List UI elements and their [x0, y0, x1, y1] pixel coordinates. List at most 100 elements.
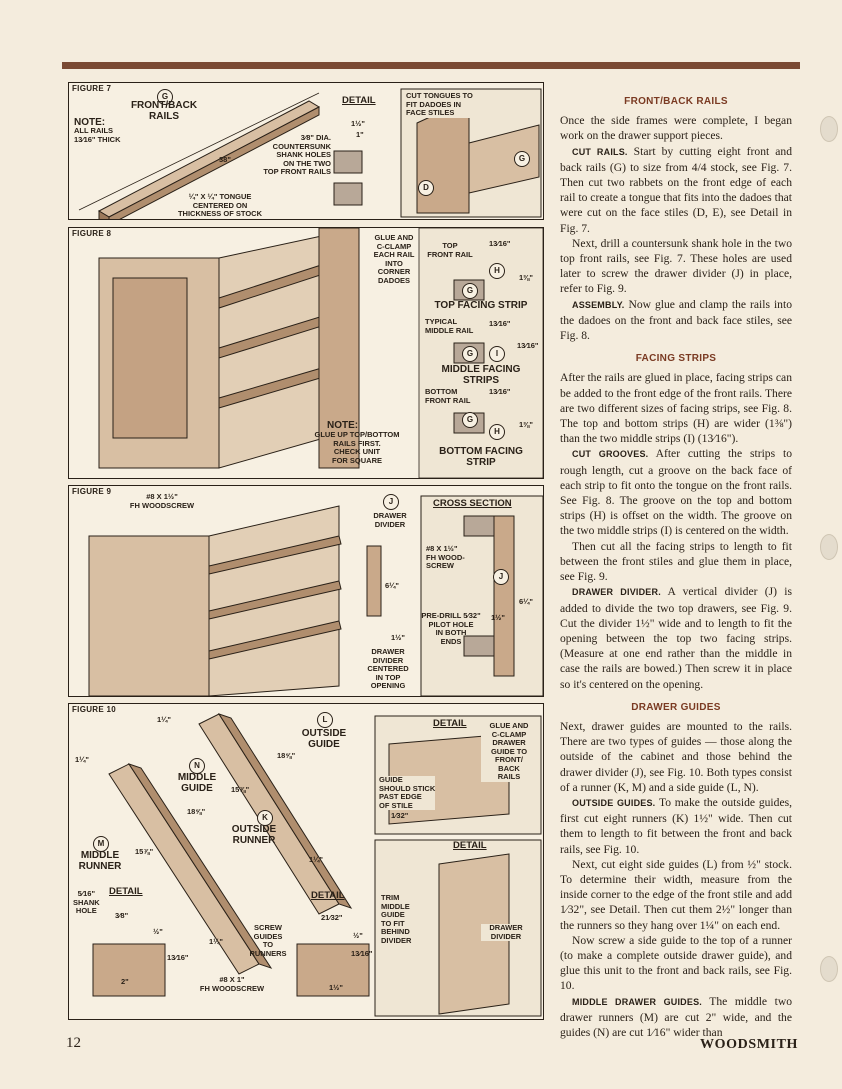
dim-3-8: 3⁄8" [115, 911, 129, 920]
detail-b: DETAIL [311, 890, 345, 901]
dim-1-25-d: 1¼" [209, 937, 223, 946]
dim-21-32: 21⁄32" [321, 913, 343, 922]
top-facing-strip: TOP FACING STRIP [434, 300, 528, 311]
figure-8-drawing [98, 228, 543, 478]
dim-15-875-a: 15⅞" [231, 785, 250, 794]
figure-9-drawing [88, 495, 543, 696]
bot-height: 1⅜" [519, 420, 533, 429]
para-8: DRAWER DIVIDER. A vertical divider (J) i… [560, 584, 792, 691]
dim-1-25-b: 1¼" [75, 755, 89, 764]
callout-h-bot: H [489, 424, 505, 440]
cut-tongues-note: CUT TONGUES TO FIT DADOES IN FACE STILES [406, 91, 473, 118]
detail-label: DETAIL [342, 95, 376, 106]
glue-guide-note: GLUE AND C-CLAMP DRAWER GUIDE TO FRONT/ … [481, 721, 537, 782]
callout-j: J [383, 494, 399, 510]
mid-height: 13⁄16" [517, 341, 539, 350]
callout-k: K [257, 810, 273, 826]
outside-guide-label: OUTSIDE GUIDE [301, 728, 347, 750]
para-10-text: To make the outside guides, first cut ei… [560, 795, 793, 856]
dim-2: 2" [121, 977, 129, 986]
fh-woodscrew-note: #8 x 1" Fh WOODSCREW [199, 975, 265, 993]
callout-i: I [489, 346, 505, 362]
figure-9-label: FIGURE 9 [72, 487, 112, 496]
dim-1-25-c: 1¼" [309, 855, 323, 864]
para-10: OUTSIDE GUIDES. To make the outside guid… [560, 795, 792, 857]
para-6-text: After cutting the strips to rough length… [560, 447, 792, 538]
divider-centered-note: DRAWER DIVIDER CENTERED IN TOP OPENING [367, 647, 409, 690]
note-title: NOTE: [74, 117, 106, 128]
para-7: Then cut all the facing strips to length… [560, 539, 792, 584]
para-4: ASSEMBLY. Now glue and clamp the rails i… [560, 297, 792, 344]
front-back-rails-label: FRONT/BACK RAILS [130, 100, 198, 122]
figure-8: FIGURE 8 GLUE AND C-CLAMP EACH RAIL INTO… [68, 227, 544, 479]
header-rule [62, 62, 800, 69]
dim-1-5: 1½" [351, 119, 365, 128]
callout-g-mid: G [462, 346, 478, 362]
dim-13-16-b: 13⁄16" [351, 949, 373, 958]
top-dim: 13⁄16" [489, 239, 511, 248]
binder-hole-bottom [820, 956, 838, 982]
callout-g: G [157, 89, 173, 105]
para-11: Next, cut eight side guides (L) from ½" … [560, 857, 792, 932]
screw-guides-note: SCREW GUIDES TO RUNNERS [249, 923, 287, 958]
note-body: ALL RAILS 13⁄16" THICK [74, 126, 121, 144]
bottom-facing-strip: BOTTOM FACING STRIP [439, 446, 523, 468]
top-height: 1⅜" [519, 273, 533, 282]
runin-cut-grooves: CUT GROOVES. [572, 449, 649, 460]
bot-dim: 13⁄16" [489, 387, 511, 396]
figure-8-label: FIGURE 8 [72, 229, 112, 238]
callout-n: N [189, 758, 205, 774]
callout-g-detail: G [514, 151, 530, 167]
para-9: Next, drawer guides are mounted to the r… [560, 719, 792, 794]
glue-clamp-note: GLUE AND C-CLAMP EACH RAIL INTO CORNER D… [373, 233, 415, 285]
figure-7-label: FIGURE 7 [72, 84, 112, 93]
para-13-text: The middle two drawer runners (M) are cu… [560, 994, 792, 1039]
para-2: CUT RAILS. Start by cutting eight front … [560, 144, 792, 236]
width-1-5: 1½" [391, 633, 405, 642]
middle-runner-label: MIDDLE RUNNER [78, 850, 122, 872]
mid-dim: 13⁄16" [489, 319, 511, 328]
middle-guide-label: MIDDLE GUIDE [177, 772, 217, 794]
figures-column: FIGURE 7 G FRONT/BACK RAILS NOTE: ALL RA… [68, 82, 544, 1020]
typical-middle-rail: TYPICAL MIDDLE RAIL [425, 317, 474, 335]
outside-runner-label: OUTSIDE RUNNER [231, 824, 277, 846]
article-column: FRONT/BACK RAILS Once the side frames we… [560, 90, 792, 1040]
stick-dim: 1⁄32" [391, 811, 409, 820]
callout-h-top: H [489, 263, 505, 279]
heading-front-back-rails: FRONT/BACK RAILS [624, 96, 728, 107]
figure-10: FIGURE 10 L OUTSIDE GUIDE N MIDDLE GUIDE… [68, 703, 544, 1020]
dim-half-b: ½" [353, 931, 363, 940]
bottom-front-rail: BOTTOM FRONT RAIL [425, 387, 471, 405]
figure-10-label: FIGURE 10 [72, 705, 117, 714]
callout-d: D [418, 180, 434, 196]
dim-18-625-a: 18⅝" [277, 751, 296, 760]
shank-hole-note: 3⁄8" DIA. COUNTERSUNK SHANK HOLES ON THE… [263, 133, 331, 176]
heading-drawer-guides: DRAWER GUIDES [631, 701, 721, 713]
cs-height: 6¼" [519, 597, 533, 606]
callout-l: L [317, 712, 333, 728]
para-3: Next, drill a countersunk shank hole in … [560, 236, 792, 296]
detail-a: DETAIL [109, 886, 143, 897]
dim-18-625-b: 18⅝" [187, 807, 206, 816]
drawer-divider-label: DRAWER DIVIDER [373, 511, 407, 529]
runin-drawer-divider: DRAWER DIVIDER. [572, 587, 661, 598]
note-title-8: NOTE: [327, 420, 359, 431]
heading-facing-strips: FACING STRIPS [635, 353, 717, 365]
length-38: 38" [219, 155, 231, 164]
guide-stick-note: GUIDE SHOULD STICK PAST EDGE OF STILE [379, 775, 436, 810]
para-12: Now screw a side guide to the top of a r… [560, 933, 792, 993]
trim-guide-note: TRIM MIDDLE GUIDE TO FIT BEHIND DIVIDER [381, 893, 412, 945]
dim-1: 1" [356, 130, 364, 139]
tongue-note: ¼" x ¼" TONGUE CENTERED ON THICKNESS OF … [177, 192, 263, 218]
runin-cut-rails: CUT RAILS. [572, 146, 628, 157]
figure-9: FIGURE 9 #8 x 1½" Fh WOODSCREW J DRAWER … [68, 485, 544, 697]
drawer-divider-d: DRAWER DIVIDER [481, 923, 531, 941]
dim-13-16: 13⁄16" [167, 953, 189, 962]
para-5: After the rails are glued in place, faci… [560, 371, 792, 446]
para-4-text: Now glue and clamp the rails into the da… [560, 297, 792, 343]
binder-hole-mid [820, 534, 838, 560]
detail-d: DETAIL [453, 840, 487, 851]
dim-1-25-a: 1¼" [157, 715, 171, 724]
para-8-text: A vertical divider (J) is added to divid… [560, 585, 792, 691]
callout-m: M [93, 836, 109, 852]
